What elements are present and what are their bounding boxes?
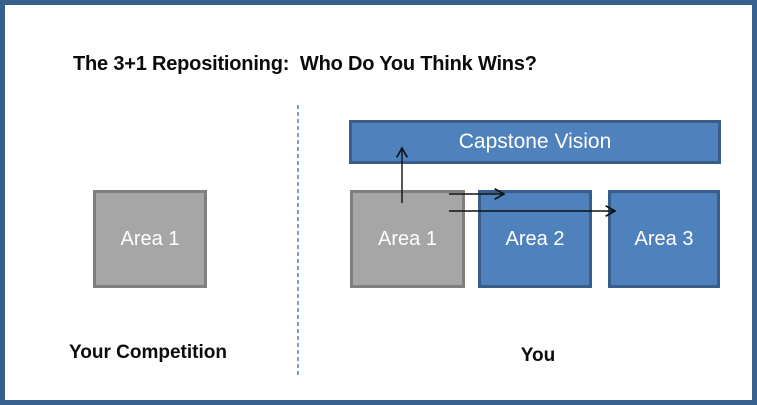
you-area1-box: Area 1 [350, 190, 465, 288]
you-caption: You [520, 345, 556, 366]
competition-caption: Your Competition [69, 342, 227, 363]
competition-area1-box: Area 1 [93, 190, 207, 288]
you-area2-box: Area 2 [478, 190, 592, 288]
you-area2-label: Area 2 [505, 227, 565, 250]
capstone-vision-label: Capstone Vision [458, 130, 612, 153]
competition-area1-label: Area 1 [120, 227, 180, 250]
you-area3-box: Area 3 [608, 190, 720, 288]
slide-title: The 3+1 Repositioning: Who Do You Think … [73, 53, 537, 75]
capstone-vision-banner: Capstone Vision [349, 120, 721, 164]
you-area3-label: Area 3 [634, 227, 694, 250]
you-area1-label: Area 1 [378, 227, 437, 250]
